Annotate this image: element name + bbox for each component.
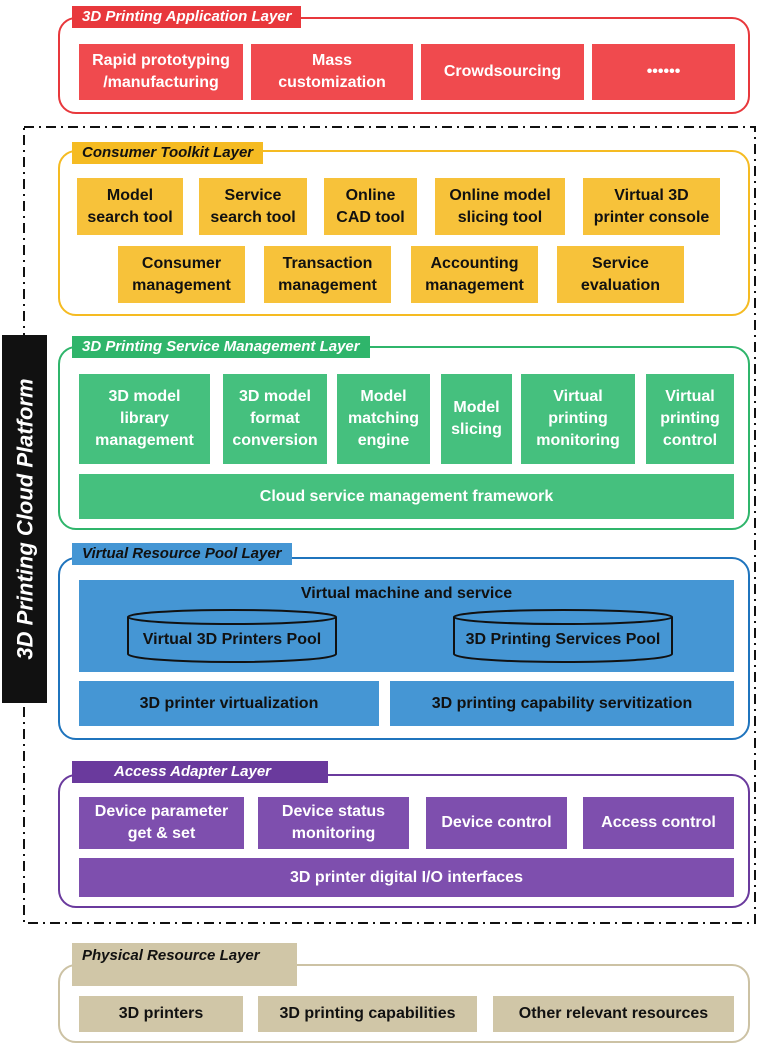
printers-pool-label: Virtual 3D Printers Pool bbox=[142, 631, 322, 648]
capability-servitization: 3D printing capability servitization bbox=[390, 681, 734, 726]
physical-resource-layer-title: Physical Resource Layer bbox=[72, 943, 297, 986]
svc-printing-control: Virtual printing control bbox=[646, 374, 734, 464]
tool-online-slicing: Online model slicing tool bbox=[435, 178, 565, 235]
consumer-toolkit-layer-title: Consumer Toolkit Layer bbox=[72, 142, 264, 164]
virtual-machine-label: Virtual machine and service bbox=[300, 585, 513, 602]
virtual-pool-layer-title: Virtual Resource Pool Layer bbox=[72, 543, 292, 565]
tool-accounting-management: Accounting management bbox=[411, 246, 538, 303]
access-control: Access control bbox=[583, 797, 734, 849]
tool-service-evaluation: Service evaluation bbox=[557, 246, 684, 303]
tool-model-search: Model search tool bbox=[77, 178, 183, 235]
access-device-status: Device status monitoring bbox=[258, 797, 409, 849]
app-item-crowdsourcing: Crowdsourcing bbox=[421, 44, 584, 100]
svc-cloud-framework: Cloud service management framework bbox=[79, 474, 734, 519]
svc-model-slicing: Model slicing bbox=[441, 374, 512, 464]
physical-printers: 3D printers bbox=[79, 996, 243, 1032]
printers-pool-cylinder bbox=[127, 609, 337, 663]
access-adapter-layer-title: Access Adapter Layer bbox=[72, 761, 328, 783]
platform-label-block: 3D Printing Cloud Platform bbox=[2, 335, 47, 703]
application-layer-title: 3D Printing Application Layer bbox=[72, 6, 302, 28]
services-pool-label: 3D Printing Services Pool bbox=[465, 631, 661, 648]
printer-virtualization: 3D printer virtualization bbox=[79, 681, 379, 726]
tool-transaction-management: Transaction management bbox=[264, 246, 391, 303]
svc-format-conversion: 3D model format conversion bbox=[223, 374, 327, 464]
svc-printing-monitoring: Virtual printing monitoring bbox=[521, 374, 635, 464]
access-device-control: Device control bbox=[426, 797, 567, 849]
tool-consumer-management: Consumer management bbox=[118, 246, 245, 303]
app-item-mass-customization: Mass customization bbox=[251, 44, 413, 100]
svc-matching-engine: Model matching engine bbox=[337, 374, 430, 464]
access-device-parameter: Device parameter get & set bbox=[79, 797, 244, 849]
tool-service-search: Service search tool bbox=[199, 178, 307, 235]
svc-model-library: 3D model library management bbox=[79, 374, 210, 464]
physical-other-resources: Other relevant resources bbox=[493, 996, 734, 1032]
tool-online-cad: Online CAD tool bbox=[324, 178, 417, 235]
tool-virtual-printer-console: Virtual 3D printer console bbox=[583, 178, 720, 235]
platform-label: 3D Printing Cloud Platform bbox=[12, 378, 37, 660]
service-management-layer-title: 3D Printing Service Management Layer bbox=[72, 336, 370, 358]
app-item-rapid-prototyping: Rapid prototyping /manufacturing bbox=[79, 44, 243, 100]
access-digital-io: 3D printer digital I/O interfaces bbox=[79, 858, 734, 897]
physical-capabilities: 3D printing capabilities bbox=[258, 996, 477, 1032]
services-pool-cylinder bbox=[453, 609, 673, 663]
app-item-more: •••••• bbox=[592, 44, 735, 100]
